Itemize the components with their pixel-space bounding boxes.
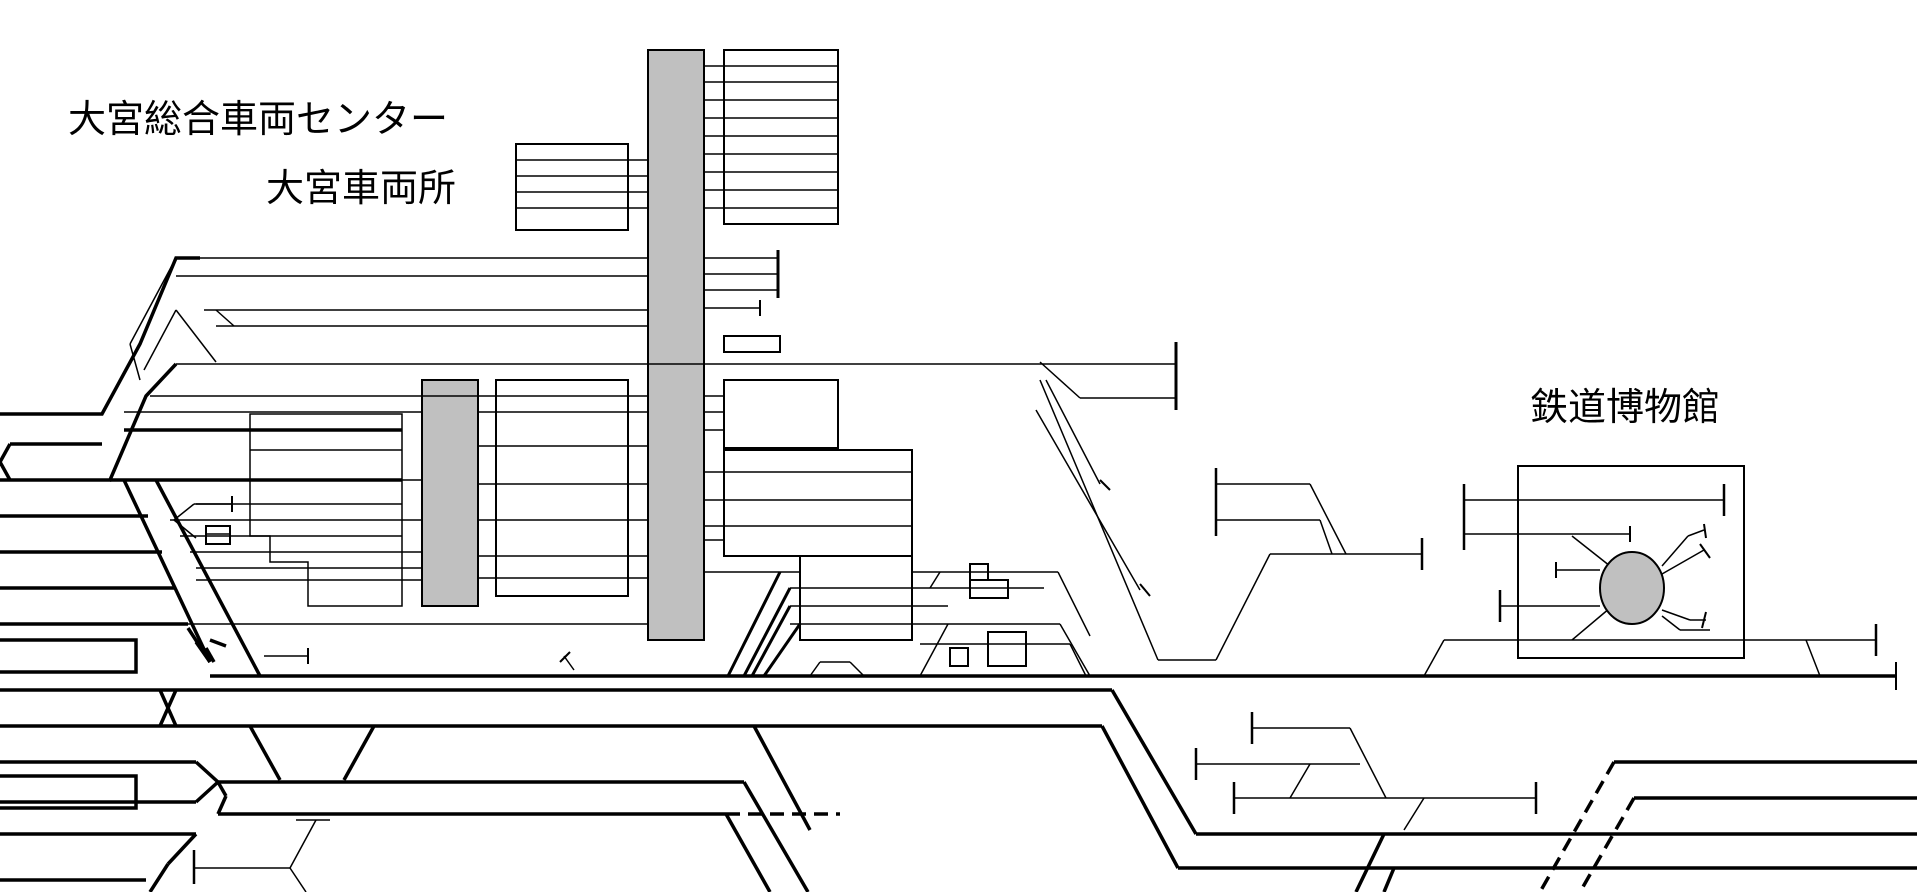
railway-museum-label: 鉄道博物館	[1530, 385, 1721, 429]
depot-right-shed-a	[723, 379, 839, 449]
railway-museum-building	[1517, 465, 1745, 659]
depot-middle-shed	[495, 379, 629, 597]
right-side-tracks	[1035, 379, 1878, 677]
depot-middle-tracks	[124, 379, 1091, 677]
left-throat-tracks	[0, 256, 1917, 892]
dashed-tracks	[726, 761, 1636, 892]
bottom-middle-tracks	[192, 712, 1538, 892]
omiya-depot-label: 大宮車両所	[266, 166, 457, 210]
depot-right-shed-c	[799, 555, 913, 641]
depot-main-shed	[647, 49, 705, 641]
depot-middle-shed-filled	[421, 379, 479, 607]
depot-right-shed-b	[723, 449, 913, 557]
depot-top-tracks	[129, 49, 1178, 641]
depot-left-shed	[515, 143, 629, 231]
depot-upper-shed	[723, 49, 839, 225]
turntable-icon	[1599, 551, 1665, 625]
omiya-center-label: 大宮総合車両センター	[68, 97, 449, 141]
